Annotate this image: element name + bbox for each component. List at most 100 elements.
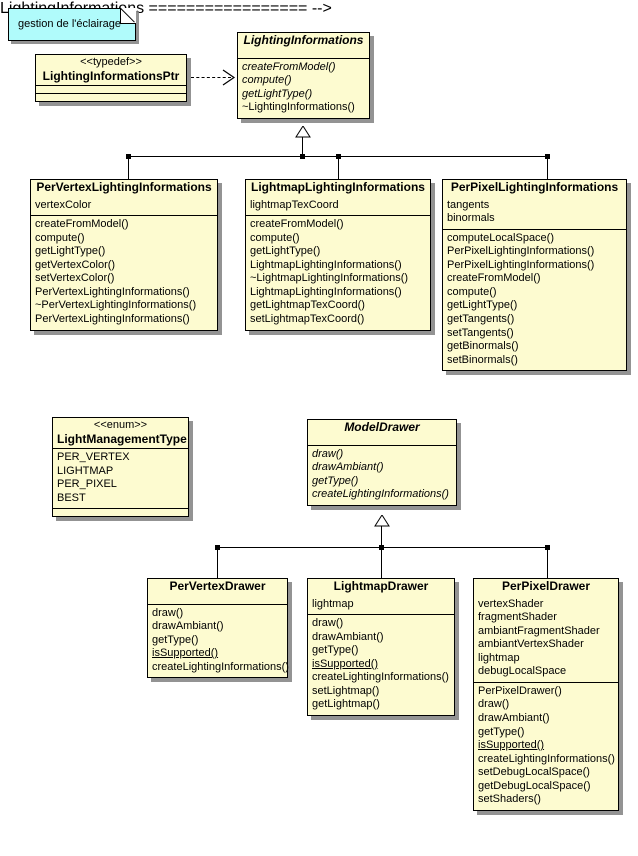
- generalization-branch-perpixeldrawer: [547, 547, 548, 579]
- attributes-compartment: [148, 596, 287, 604]
- method-item: setTangents(): [447, 326, 514, 339]
- class-name: LightingInformationsPtr: [42, 68, 180, 83]
- method-item: createLightingInformations(): [152, 660, 289, 673]
- methods-compartment: createFromModel() compute() getLightType…: [31, 215, 217, 329]
- method-item: createFromModel(): [35, 218, 129, 231]
- method-item: PerVertexLightingInformations(): [35, 312, 190, 325]
- class-box-lighting-informations-ptr[interactable]: <<typedef>> LightingInformationsPtr: [35, 54, 187, 103]
- class-name: LightmapDrawer: [333, 579, 429, 593]
- class-box-lightmap-drawer[interactable]: LightmapDrawer lightmap draw() drawAmbia…: [307, 578, 455, 716]
- note-fold-corner: [120, 8, 136, 24]
- method-item: computeLocalSpace(): [447, 231, 555, 244]
- method-item: LightmapLightingInformations(): [250, 258, 402, 271]
- method-item: createFromModel(): [447, 272, 541, 285]
- method-item: PerPixelLightingInformations(): [447, 245, 595, 258]
- method-item: getLightType(): [242, 87, 313, 100]
- attribute-item: vertexShader: [478, 597, 544, 610]
- method-item: getDebugLocalSpace(): [478, 779, 591, 792]
- method-item: LightmapLightingInformations(): [250, 285, 402, 298]
- class-box-model-drawer[interactable]: ModelDrawer draw() drawAmbiant() getType…: [307, 419, 457, 506]
- method-item: draw(): [312, 447, 344, 460]
- method-item: ~PerVertexLightingInformations(): [35, 299, 197, 312]
- class-name: PerVertexLightingInformations: [36, 180, 212, 194]
- method-item: compute(): [35, 231, 85, 244]
- method-item: PerPixelDrawer(): [478, 684, 562, 697]
- class-header-light-management-type: <<enum>> LightManagementType: [53, 418, 188, 448]
- method-item: ~LightingInformations(): [242, 101, 355, 114]
- class-stereotype: <<typedef>>: [80, 56, 142, 68]
- method-item: getBinormals(): [447, 340, 519, 353]
- method-item: draw(): [152, 606, 184, 619]
- method-item: compute(): [447, 285, 497, 298]
- attributes-compartment: [36, 85, 186, 93]
- dependency-line-ptr-to-lightinginformations: [191, 77, 231, 78]
- class-name: LightmapLightingInformations: [251, 180, 425, 194]
- generalization-branch-lightmapdrawer: [381, 547, 382, 579]
- attribute-item: BEST: [57, 491, 86, 504]
- methods-compartment: [36, 93, 186, 101]
- class-name: LightingInformations: [243, 33, 364, 47]
- methods-compartment: PerPixelDrawer() draw() drawAmbiant() ge…: [474, 681, 618, 810]
- method-item: getTangents(): [447, 312, 515, 325]
- method-item: compute(): [242, 74, 292, 87]
- class-box-lighting-informations[interactable]: LightingInformations createFromModel() c…: [237, 32, 370, 119]
- attribute-item: PER_VERTEX: [57, 451, 130, 464]
- dependency-arrowhead: [222, 69, 236, 86]
- attribute-item: vertexColor: [35, 198, 92, 211]
- attribute-item: fragmentShader: [478, 611, 557, 624]
- methods-compartment: computeLocalSpace() PerPixelLightingInfo…: [443, 228, 626, 370]
- attributes-compartment: lightmap: [308, 596, 454, 615]
- class-box-per-vertex-lighting-informations[interactable]: PerVertexLightingInformations vertexColo…: [30, 179, 218, 331]
- class-stereotype: <<enum>>: [93, 419, 148, 431]
- attributes-compartment: lightmapTexCoord: [246, 197, 430, 216]
- method-item: getType(): [152, 633, 199, 646]
- methods-compartment: [53, 508, 188, 516]
- methods-compartment: createFromModel() compute() getLightType…: [238, 57, 369, 118]
- method-item: getLightType(): [250, 245, 321, 258]
- method-item: getLightmap(): [312, 698, 380, 711]
- generalization-arrow-model-drawer: [374, 515, 390, 527]
- attribute-item: ambiantVertexShader: [478, 638, 584, 651]
- class-box-per-vertex-drawer[interactable]: PerVertexDrawer draw() drawAmbiant() get…: [147, 578, 289, 679]
- class-name: PerPixelLightingInformations: [450, 180, 619, 194]
- generalization-stem: [381, 526, 382, 547]
- generalization-arrow-lighting-informations: [295, 126, 311, 138]
- note-lighting-management: gestion de l'éclairage: [8, 8, 136, 41]
- method-item: createLightingInformations(): [478, 752, 615, 765]
- method-item: ~LightmapLightingInformations(): [250, 272, 409, 285]
- method-item: compute(): [250, 231, 300, 244]
- class-box-lightmap-lighting-informations[interactable]: LightmapLightingInformations lightmapTex…: [245, 179, 431, 331]
- method-item: getVertexColor(): [35, 258, 116, 271]
- method-item: drawAmbiant(): [312, 461, 384, 474]
- class-box-per-pixel-drawer[interactable]: PerPixelDrawer vertexShader fragmentShad…: [473, 578, 619, 811]
- method-item: getType(): [478, 725, 525, 738]
- generalization-branch-pervertex: [128, 156, 129, 180]
- method-item: getType(): [312, 474, 359, 487]
- methods-compartment: draw() drawAmbiant() getType() isSupport…: [148, 603, 289, 678]
- method-item: isSupported(): [312, 657, 379, 670]
- method-item: setDebugLocalSpace(): [478, 766, 590, 779]
- method-item: getLightmapTexCoord(): [250, 299, 365, 312]
- methods-compartment: draw() drawAmbiant() getType() createLig…: [308, 444, 456, 505]
- attributes-compartment: vertexColor: [31, 197, 217, 216]
- class-name: PerPixelDrawer: [501, 579, 591, 593]
- method-item: drawAmbiant(): [312, 630, 384, 643]
- generalization-stem: [302, 137, 303, 156]
- method-item: isSupported(): [478, 739, 545, 752]
- attributes-compartment: vertexShader fragmentShader ambiantFragm…: [474, 596, 618, 682]
- method-item: setVertexColor(): [35, 272, 115, 285]
- class-box-light-management-type[interactable]: <<enum>> LightManagementType PER_VERTEX …: [52, 417, 189, 518]
- method-item: drawAmbiant(): [478, 711, 550, 724]
- attribute-item: lightmapTexCoord: [250, 198, 339, 211]
- method-item: getLightType(): [35, 245, 106, 258]
- method-item: drawAmbiant(): [152, 620, 224, 633]
- attribute-item: ambiantFragmentShader: [478, 624, 600, 637]
- class-name: PerVertexDrawer: [169, 579, 266, 593]
- attributes-compartment: [308, 437, 456, 445]
- class-box-per-pixel-lighting-informations[interactable]: PerPixelLightingInformations tangents bi…: [442, 179, 627, 372]
- note-text: gestion de l'éclairage: [18, 18, 122, 30]
- attributes-compartment: PER_VERTEX LIGHTMAP PER_PIXEL BEST: [53, 448, 188, 508]
- method-item: setShaders(): [478, 793, 541, 806]
- method-item: createLightingInformations(): [312, 488, 449, 501]
